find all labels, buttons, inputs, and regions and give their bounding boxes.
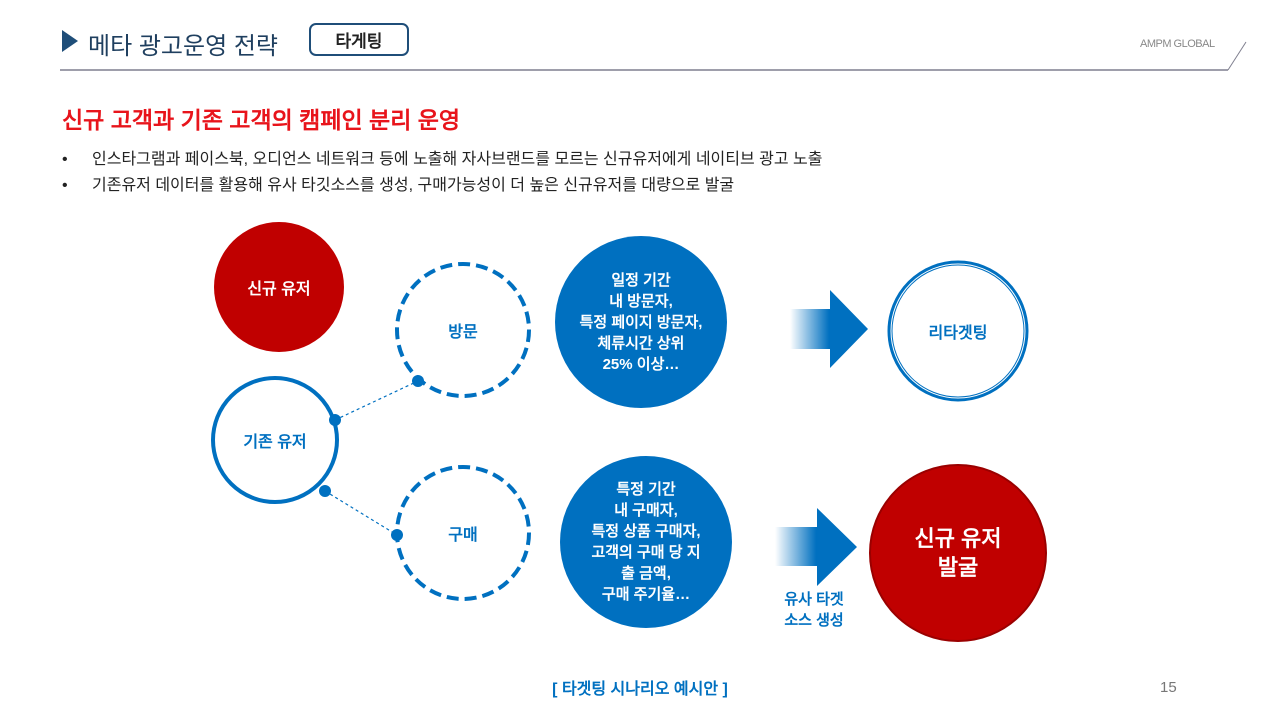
purchase-label: 구매 bbox=[448, 527, 478, 544]
bullet-item: 기존유저 데이터를 활용해 유사 타깃소스를 생성, 구매가능성이 더 높은 신… bbox=[62, 173, 822, 199]
retargeting-circle-inner bbox=[891, 264, 1025, 398]
detail-line: 특정 상품 구매자, bbox=[591, 523, 701, 540]
new-user-discovery-circle bbox=[869, 464, 1047, 642]
lookalike-caption: 유사 타겟 소스 생성 bbox=[764, 589, 864, 631]
retargeting-circle bbox=[887, 260, 1029, 402]
detail-line: 내 방문자, bbox=[609, 292, 673, 310]
bullet-list: 인스타그램과 페이스북, 오디언스 네트워크 등에 노출해 자사브랜드를 모르는… bbox=[62, 147, 822, 199]
detail-line: 출 금액, bbox=[621, 565, 671, 582]
existing-user-label: 기존 유저 bbox=[243, 434, 307, 451]
detail-line: 특정 기간 bbox=[616, 481, 676, 498]
diagram-caption: [ 타겟팅 시나리오 예시안 ] bbox=[552, 681, 728, 698]
connector-dot bbox=[319, 485, 331, 497]
detail-line: 내 구매자, bbox=[614, 502, 678, 519]
lookalike-line: 유사 타겟 bbox=[784, 591, 844, 608]
connector-dot bbox=[412, 375, 424, 387]
new-user-circle bbox=[214, 222, 344, 352]
existing-user-circle bbox=[211, 376, 339, 504]
brand-logo: AMPM GLOBAL bbox=[1140, 38, 1215, 50]
connector-dot bbox=[329, 414, 341, 426]
visit-detail-circle bbox=[555, 236, 727, 408]
section-subtitle: 신규 고객과 기존 고객의 캠페인 분리 운영 bbox=[62, 107, 461, 133]
connector-dot bbox=[391, 529, 403, 541]
connector-purchase bbox=[324, 490, 398, 536]
detail-line: 특정 페이지 방문자, bbox=[579, 313, 703, 331]
visit-label: 방문 bbox=[448, 324, 478, 341]
section-tag: 타게팅 bbox=[309, 23, 409, 56]
detail-line: 구매 주기율… bbox=[601, 586, 691, 603]
arrow-right-icon bbox=[775, 508, 857, 586]
visit-detail-text: 일정 기간 내 방문자, 특정 페이지 방문자, 체류시간 상위 25% 이상… bbox=[555, 236, 727, 408]
lookalike-line: 소스 생성 bbox=[784, 612, 844, 629]
page-title: 메타 광고운영 전략 bbox=[88, 33, 278, 60]
header-triangle-icon bbox=[62, 30, 78, 52]
purchase-detail-text: 특정 기간 내 구매자, 특정 상품 구매자, 고객의 구매 당 지 출 금액,… bbox=[560, 456, 732, 628]
page-number: 15 bbox=[1160, 679, 1177, 696]
detail-line: 일정 기간 bbox=[611, 271, 671, 289]
retargeting-label: 리타겟팅 bbox=[928, 325, 988, 342]
visit-circle bbox=[395, 262, 531, 398]
discovery-line: 발굴 bbox=[937, 555, 979, 580]
discovery-line: 신규 유저 bbox=[914, 526, 1002, 551]
header-divider-slash bbox=[1227, 41, 1247, 71]
arrow-right-icon bbox=[790, 290, 868, 368]
new-user-label: 신규 유저 bbox=[247, 281, 311, 298]
purchase-detail-circle bbox=[560, 456, 732, 628]
new-user-discovery-label: 신규 유저 발굴 bbox=[870, 465, 1046, 641]
bullet-item: 인스타그램과 페이스북, 오디언스 네트워크 등에 노출해 자사브랜드를 모르는… bbox=[62, 147, 822, 173]
detail-line: 25% 이상… bbox=[602, 355, 680, 373]
detail-line: 체류시간 상위 bbox=[597, 334, 685, 352]
detail-line: 고객의 구매 당 지 bbox=[591, 544, 701, 561]
